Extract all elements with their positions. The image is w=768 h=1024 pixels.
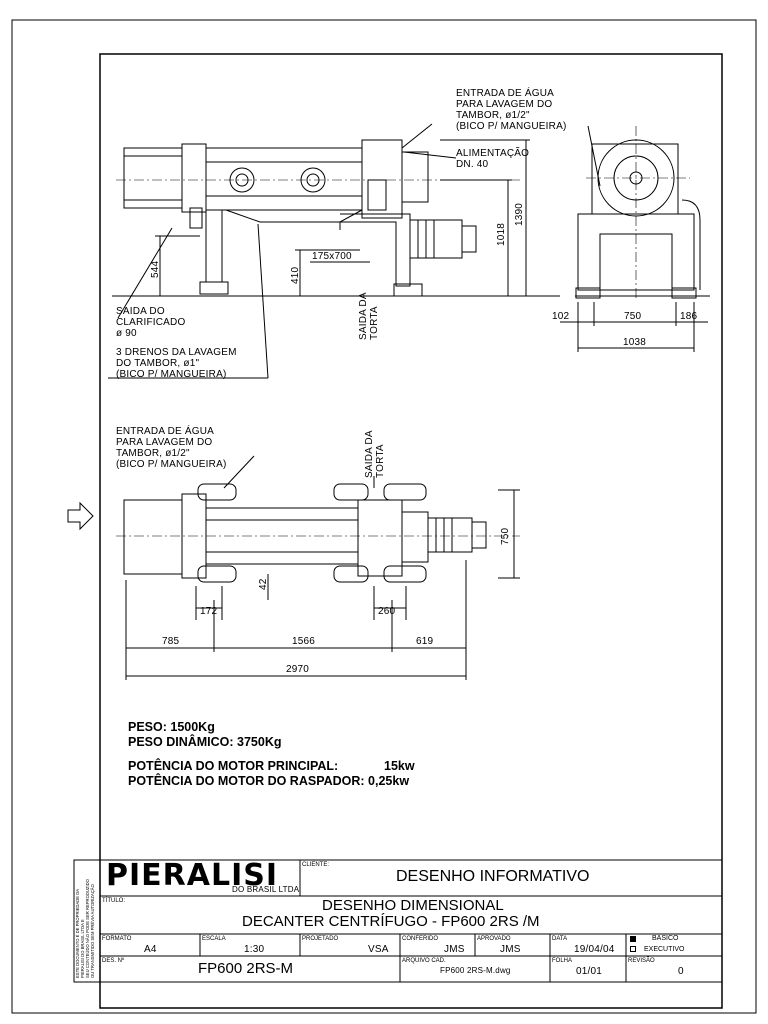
formato-label: FORMATO bbox=[102, 936, 132, 942]
dim-410: 410 bbox=[290, 266, 301, 284]
cliente-label: CLIENTE: bbox=[302, 862, 330, 868]
top-saida-torta-label: SAIDA DA TORTA bbox=[364, 430, 386, 478]
orientation-arrow bbox=[67, 501, 94, 531]
title-block-lines bbox=[73, 859, 723, 983]
dim-619: 619 bbox=[416, 636, 434, 647]
dim-544: 544 bbox=[150, 260, 161, 278]
escala-label: ESCALA bbox=[202, 936, 226, 942]
saida-torta-label: SAIDA DA TORTA bbox=[358, 292, 380, 340]
pieralisi-logo: PIERALISI bbox=[106, 858, 279, 893]
titulo-line2: DECANTER CENTRÍFUGO - FP600 2RS /M bbox=[242, 913, 540, 930]
side-view bbox=[108, 123, 710, 379]
logo-subtitle: DO BRASIL LTDA bbox=[232, 885, 300, 894]
dim-1566: 1566 bbox=[292, 636, 316, 647]
motor-principal-value: 15kw bbox=[384, 759, 415, 773]
escala-value: 1:30 bbox=[244, 944, 265, 955]
dim-175x700: 175x700 bbox=[312, 251, 352, 262]
des-value: FP600 2RS-M bbox=[198, 960, 294, 977]
dim-1018: 1018 bbox=[496, 222, 507, 246]
dim-750: 750 bbox=[624, 311, 642, 322]
motor-raspador-note: POTÊNCIA DO MOTOR DO RASPADOR: 0,25kw bbox=[128, 774, 410, 788]
end-view bbox=[560, 125, 708, 352]
data-label: DATA bbox=[552, 936, 568, 942]
projetado-value: VSA bbox=[368, 944, 389, 955]
drenos-label: 3 DRENOS DA LAVAGEM DO TAMBOR, ø1" (BICO… bbox=[116, 347, 237, 380]
dim-785: 785 bbox=[162, 636, 180, 647]
conferido-label: CONFERIDO bbox=[402, 936, 438, 942]
revisao-value: 0 bbox=[678, 966, 684, 977]
dim-2970: 2970 bbox=[286, 664, 310, 675]
basico-checkbox-checked[interactable] bbox=[630, 936, 636, 942]
revisao-label: REVISÃO bbox=[628, 958, 655, 964]
projetado-label: PROJETADO bbox=[302, 936, 339, 942]
dim-1038: 1038 bbox=[623, 337, 647, 348]
top-entrada-agua-label: ENTRADA DE ÁGUA PARA LAVAGEM DO TAMBOR, … bbox=[116, 426, 227, 470]
executivo-label: EXECUTIVO bbox=[644, 946, 685, 953]
peso-dinamico-note: PESO DINÂMICO: 3750Kg bbox=[128, 735, 282, 749]
conferido-value: JMS bbox=[444, 944, 465, 955]
formato-value: A4 bbox=[144, 944, 157, 955]
aprovado-value: JMS bbox=[500, 944, 521, 955]
aprovado-label: APROVADO bbox=[477, 936, 511, 942]
desenho-informativo: DESENHO INFORMATIVO bbox=[396, 868, 590, 885]
executivo-checkbox[interactable] bbox=[630, 946, 636, 952]
des-label: DES. Nº bbox=[102, 958, 125, 964]
saida-clarificado-label: SAIDA DO CLARIFICADO ø 90 bbox=[116, 306, 186, 339]
drawing-frame bbox=[99, 53, 723, 1009]
arquivo-label: ARQUIVO CAD. bbox=[402, 958, 446, 964]
entrada-agua-label: ENTRADA DE ÁGUA PARA LAVAGEM DO TAMBOR, … bbox=[456, 88, 567, 132]
alimentacao-label: ALIMENTAÇÃO DN. 40 bbox=[456, 148, 530, 170]
dim-260: 260 bbox=[378, 606, 396, 617]
sheet-border bbox=[11, 19, 757, 1014]
data-value: 19/04/04 bbox=[574, 944, 615, 955]
basico-label: BÁSICO bbox=[652, 935, 679, 942]
top-dim-750: 750 bbox=[500, 527, 511, 545]
top-view bbox=[116, 455, 520, 680]
motor-principal-note: POTÊNCIA DO MOTOR PRINCIPAL: bbox=[128, 759, 339, 773]
peso-note: PESO: 1500Kg bbox=[128, 720, 215, 734]
dim-42: 42 bbox=[258, 578, 269, 590]
dim-186: 186 bbox=[680, 311, 698, 322]
ownership-note: ESTE DOCUMENTO É DE PROPRIEDADE DA PIERA… bbox=[75, 879, 95, 978]
folha-value: 01/01 bbox=[576, 966, 603, 977]
dim-1390: 1390 bbox=[514, 202, 525, 226]
titulo-label: TÍTULO: bbox=[102, 898, 126, 904]
folha-label: FOLHA bbox=[552, 958, 573, 964]
dim-102: 102 bbox=[552, 311, 570, 322]
dim-172: 172 bbox=[200, 606, 218, 617]
arquivo-value: FP600 2RS-M.dwg bbox=[440, 966, 511, 975]
titulo-line1: DESENHO DIMENSIONAL bbox=[322, 897, 504, 914]
